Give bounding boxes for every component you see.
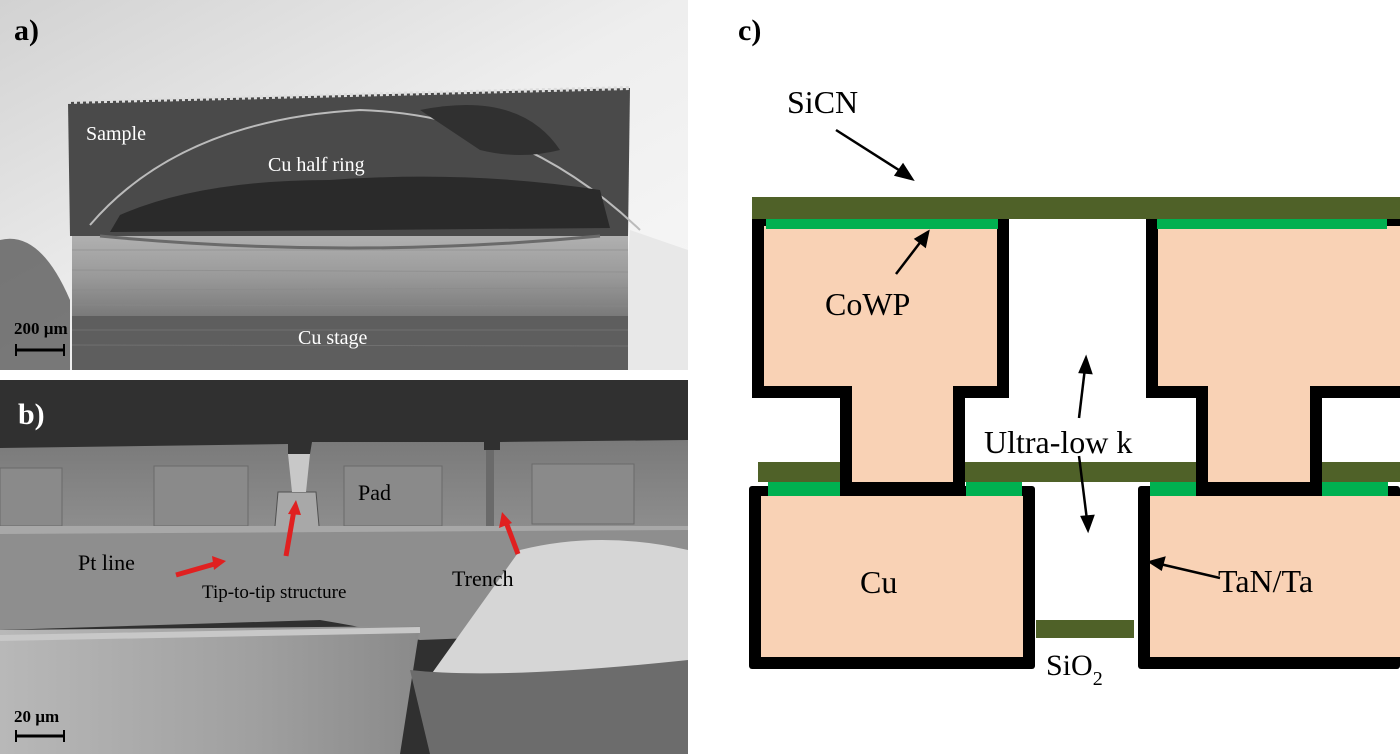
- arrow-tan: [1159, 562, 1221, 580]
- sio2-main: SiO: [1046, 649, 1093, 682]
- upper-left-cu: [764, 226, 997, 482]
- arrow-cowp: [895, 239, 923, 275]
- cowp-mid-2: [966, 482, 1022, 496]
- sample-label: Sample: [86, 123, 146, 145]
- cu-stage-lower: [72, 316, 628, 370]
- scale-a-label: 200 µm: [14, 319, 68, 338]
- arrowhead-tan: [1146, 556, 1166, 571]
- cowp-mid-4: [1322, 482, 1388, 496]
- sem-shadow: [0, 238, 70, 370]
- substrate-edge: [0, 627, 421, 641]
- metal-line: [0, 526, 688, 534]
- red-arrow-tip: [283, 509, 297, 557]
- ulk-label: Ultra-low k: [984, 424, 1132, 460]
- stage-seam: [99, 234, 601, 250]
- arrow-sicn: [835, 128, 903, 174]
- panel-c-label: c): [738, 14, 761, 47]
- tan-label: TaN/Ta: [1218, 563, 1313, 599]
- trench: [486, 450, 494, 560]
- substrate: [0, 626, 420, 754]
- ring-dark-region: [110, 176, 610, 232]
- panel-a-label: a): [14, 14, 39, 47]
- cowp-label: CoWP: [825, 286, 910, 322]
- red-arrowhead-trench: [499, 512, 512, 528]
- sicn-top: [752, 197, 1400, 219]
- ring-fold: [420, 105, 560, 155]
- ring-outline: [89, 108, 641, 231]
- arrowhead-ulk-down: [1080, 514, 1095, 534]
- pad-2: [153, 465, 249, 527]
- arrow-ulk-down: [1077, 455, 1089, 521]
- sem-glare: [620, 230, 688, 370]
- arrowhead-sicn: [893, 162, 915, 181]
- sicn-mid-left: [758, 462, 840, 482]
- sicn-label: SiCN: [787, 84, 858, 120]
- sicn-mid-right: [1322, 462, 1400, 482]
- cowp-top-left: [766, 219, 998, 229]
- red-arrow-trench: [503, 521, 521, 555]
- cowp-mid-3: [1150, 482, 1196, 496]
- sample-top-edge: [67, 86, 631, 104]
- red-arrow-pt: [175, 560, 219, 578]
- cowp-mid-1: [768, 482, 840, 496]
- pad-4: [531, 463, 635, 525]
- arrowhead-cowp: [913, 229, 930, 249]
- tip-label: Tip-to-tip structure: [202, 582, 346, 603]
- trench-label: Trench: [452, 566, 514, 591]
- scale-b-label: 20 µm: [14, 707, 59, 726]
- lower-right-region: [410, 660, 688, 754]
- arrowhead-ulk-up: [1078, 354, 1093, 375]
- red-arrowhead-tip: [288, 500, 301, 515]
- panel-a: a) Sample Cu half ring Cu stage 200 µm: [0, 0, 688, 370]
- sio2-layer: [1036, 620, 1134, 638]
- pad-label: Pad: [358, 480, 391, 505]
- stage-label: Cu stage: [298, 327, 368, 349]
- sicn-mid-center: [962, 462, 1196, 482]
- cu-label: Cu: [860, 564, 897, 600]
- pad-3: [343, 465, 443, 527]
- cu-block-lower-left: [761, 496, 1023, 657]
- sio2-subscript: 2: [1093, 668, 1103, 690]
- sio2-label: SiO2: [1046, 649, 1103, 690]
- ring-label: Cu half ring: [268, 154, 365, 176]
- arrow-ulk-up: [1077, 367, 1087, 419]
- red-arrowhead-pt: [212, 556, 226, 570]
- stage-lower-texture: [71, 329, 629, 347]
- pad-1: [0, 467, 63, 527]
- cowp-top-right: [1157, 219, 1387, 229]
- pt-line-label: Pt line: [78, 550, 135, 575]
- tip-neck: [288, 454, 310, 492]
- upper-right-cu: [1158, 226, 1400, 482]
- panel-b-label: b): [18, 398, 45, 431]
- panel-b: b) Pad Pt line Tip-to-tip structure Tren…: [0, 380, 688, 754]
- bright-region: [420, 540, 688, 690]
- panel-c: c) SiCN CoWP Ultra-low k Cu TaN/Ta SiO2: [688, 0, 1400, 754]
- cu-block-lower-right: [1150, 496, 1400, 657]
- stage-texture: [71, 249, 629, 307]
